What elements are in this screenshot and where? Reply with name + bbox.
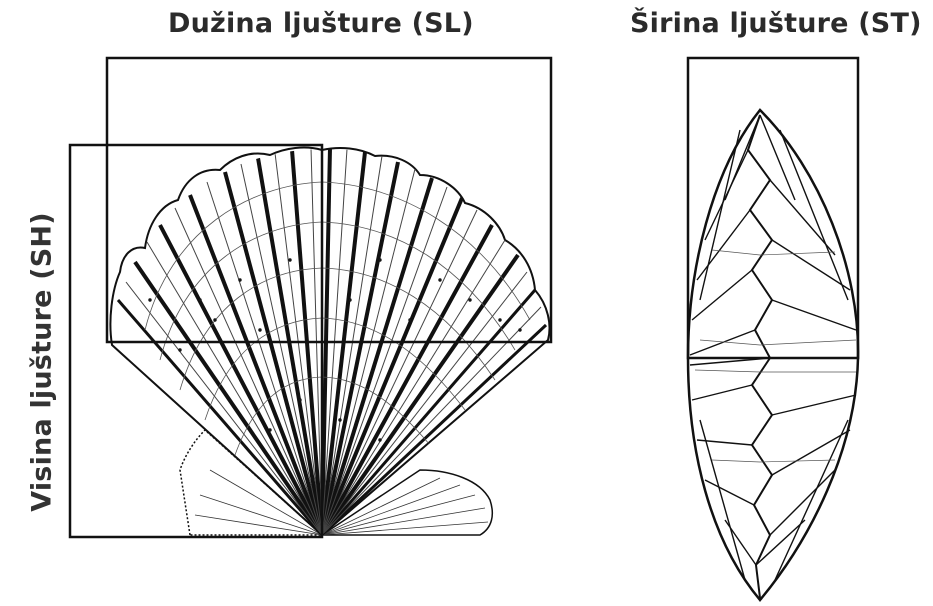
shell-height-label: Visina ljušture (SH) bbox=[27, 212, 58, 512]
shell-length-label: Dužina ljušture (SL) bbox=[168, 8, 474, 39]
scallop-shell-side-view bbox=[688, 110, 858, 600]
shell-width-label: Širina ljušture (ST) bbox=[630, 8, 922, 39]
